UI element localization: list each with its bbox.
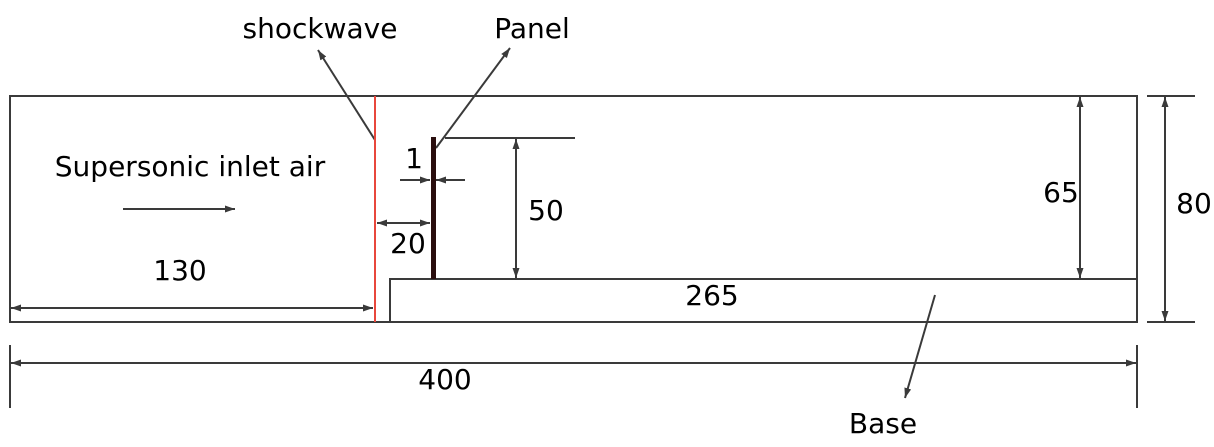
base-label: Base [849,407,917,440]
panel-leader-arrow [435,47,511,149]
shock-panel-gap-value: 20 [390,227,426,260]
domain-height-value: 80 [1176,187,1212,220]
panel-label: Panel [494,12,570,45]
domain-length-value: 400 [418,363,471,396]
panel [431,137,436,279]
shockwave-label: shockwave [243,12,398,45]
base-leader-arrow [904,294,936,399]
inlet-label: Supersonic inlet air [55,150,326,183]
shock-position-value: 130 [153,254,206,287]
base-length-value: 265 [685,279,738,312]
panel-height-value: 50 [528,194,564,227]
shockwave-leader-arrow [317,49,376,141]
gap-height-value: 65 [1043,176,1079,209]
base-block [389,278,1138,323]
panel-thickness-value: 1 [405,142,423,175]
